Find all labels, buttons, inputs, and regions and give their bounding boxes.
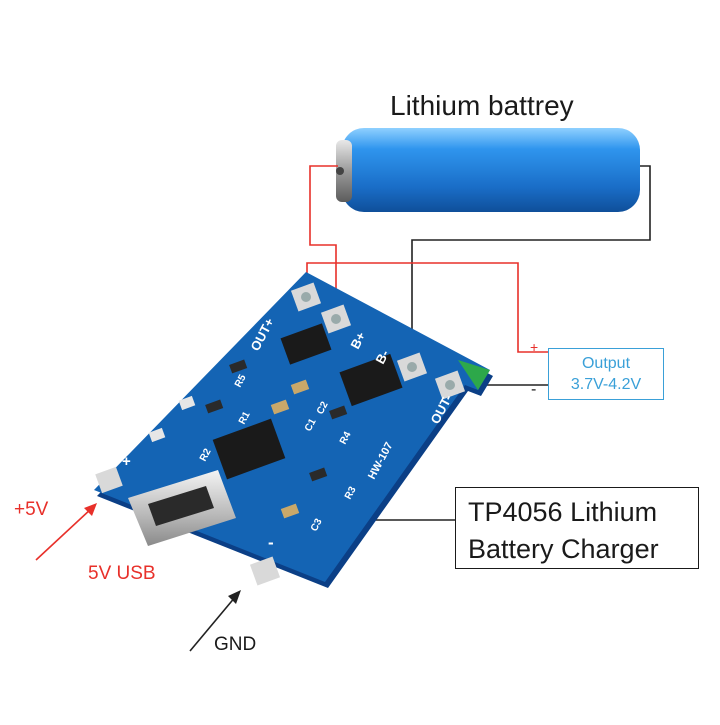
silk-b-plus: B+ (347, 329, 368, 351)
charger-board: OUT+ B+ B- OUT- HW-107 R5 R1 C2 C1 R4 R2… (94, 272, 493, 588)
battery-positive-wire (309, 165, 338, 320)
tp4056-chip (212, 418, 286, 480)
pad-hole-icon (301, 292, 311, 302)
pad-in-minus (249, 556, 281, 586)
pad-in-plus (95, 466, 123, 494)
protection-chip (280, 323, 332, 365)
usb-opening (148, 486, 214, 526)
silk-r2: R2 (198, 447, 214, 464)
chip-label-line2: Battery Charger (468, 534, 659, 564)
led (178, 395, 196, 411)
silk-in-plus: + (122, 453, 131, 470)
resistor (329, 405, 348, 420)
pad-hole-icon (407, 362, 417, 372)
mosfet-chip (339, 353, 403, 407)
silk-c2: C2 (315, 400, 331, 417)
silk-c1: C1 (303, 417, 319, 434)
capacitor (290, 379, 310, 395)
pad-hole-icon (331, 314, 341, 324)
capacitor (280, 503, 300, 519)
output-box: Output 3.7V-4.2V (548, 348, 664, 400)
output-title: Output (581, 355, 631, 372)
battery (336, 128, 640, 212)
silk-b-minus: B- (372, 347, 392, 366)
output-minus-mark: - (531, 381, 537, 398)
output-plus-mark: + (530, 339, 539, 355)
battery-body (342, 128, 640, 212)
arrow-head-icon (84, 503, 97, 516)
resistor (205, 399, 224, 414)
led (148, 427, 166, 443)
silk-r1: R1 (237, 410, 253, 427)
board-green-edge (458, 360, 490, 390)
chip-label-box: TP4056 Lithium Battery Charger (455, 487, 699, 569)
silk-r3: R3 (343, 485, 359, 502)
silk-in-minus: - (268, 533, 274, 552)
arrow-head-icon (228, 590, 241, 604)
resistor (309, 467, 328, 482)
silk-r4: R4 (338, 430, 354, 447)
plus5v-arrow (35, 507, 93, 561)
silk-r5: R5 (233, 373, 249, 390)
battery-terminal-icon (336, 167, 344, 175)
battery-negative-wire (411, 165, 651, 358)
chip-label-line1: TP4056 Lithium (468, 497, 658, 527)
output-voltage: 3.7V-4.2V (570, 376, 642, 393)
pad-hole-icon (445, 380, 455, 390)
capacitor (270, 399, 290, 415)
input-arrows (35, 503, 241, 652)
plus-5v-label: +5V (14, 499, 49, 520)
usb-5v-label: 5V USB (88, 563, 156, 584)
gnd-label: GND (214, 634, 257, 655)
silk-c3: C3 (309, 517, 325, 534)
resistor (229, 359, 248, 374)
gnd-arrow (189, 595, 237, 652)
wires (306, 165, 651, 521)
battery-title: Lithium battrey (390, 90, 574, 121)
